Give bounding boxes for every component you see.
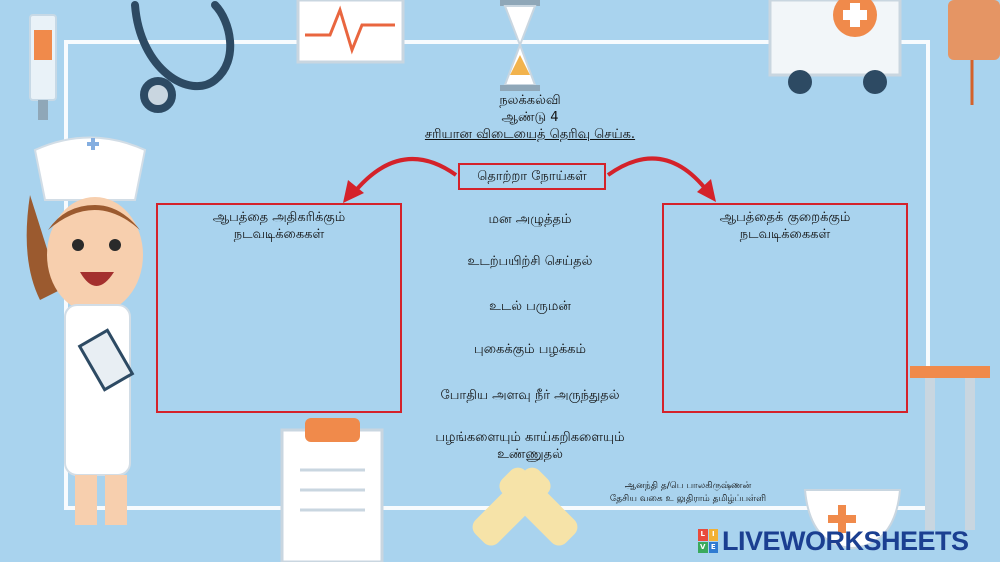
- option-drink-water[interactable]: போதிய அளவு நீர் அருந்துதல்: [440, 388, 620, 403]
- liveworksheets-brand: L I V E LIVEWORKSHEETS: [698, 525, 969, 556]
- brand-name: LIVEWORKSHEETS: [722, 525, 969, 556]
- drop-zone-subtitle: நடவடிக்கைகள்: [233, 227, 325, 242]
- arrow-right-icon: [606, 156, 710, 194]
- clipboard-icon: [280, 418, 384, 562]
- bandage-icon: [472, 467, 578, 546]
- syringe-icon: [29, 14, 57, 120]
- drop-zone-reduce-risk[interactable]: ஆபத்தைக் குறைக்கும் நடவடிக்கைகள்: [662, 203, 908, 413]
- stethoscope-icon: [131, 1, 235, 113]
- drop-zone-subtitle: நடவடிக்கைகள்: [739, 227, 831, 242]
- arrowhead-right-icon: [697, 179, 716, 202]
- option-text-line1: பழங்களையும் காய்கறிகளையும்: [435, 430, 625, 445]
- monitor-chart-icon: [296, 0, 405, 64]
- author-name: ஆனந்தி த/பெ பாலகிருஷ்ணன்: [624, 481, 752, 491]
- instruction-text: சரியான விடையைத் தெரிவு செய்க.: [424, 127, 636, 142]
- worksheet-header: நலக்கல்வி ஆண்டு 4 சரியான விடையைத் தெரிவு…: [380, 92, 680, 143]
- author-school: தேசிய வகை உ லுதிராம் தமிழ்ப்பள்ளி: [609, 494, 767, 504]
- iv-bag-icon: [948, 0, 1000, 105]
- subject-title: நலக்கல்வி: [499, 93, 561, 108]
- option-text-line2: உண்ணுதல்: [497, 447, 563, 462]
- arrowhead-left-icon: [343, 180, 364, 203]
- option-smoking[interactable]: புகைக்கும் பழக்கம்: [474, 342, 586, 357]
- drop-zone-title: ஆபத்தைக் குறைக்கும்: [719, 210, 851, 225]
- crutch-icon: [910, 366, 990, 530]
- hourglass-icon: [500, 0, 540, 91]
- center-topic-box: தொற்றா நோய்கள்: [458, 163, 606, 190]
- option-obesity[interactable]: உடல் பருமன்: [489, 299, 571, 314]
- option-eat-fruits-vegetables[interactable]: பழங்களையும் காய்கறிகளையும் உண்ணுதல்: [400, 429, 660, 463]
- arrow-left-icon: [350, 157, 458, 197]
- author-credit: ஆனந்தி த/பெ பாலகிருஷ்ணன் தேசிய வகை உ லுத…: [588, 480, 788, 506]
- liveworksheets-logo-icon: L I V E: [698, 529, 718, 553]
- ambulance-icon: [768, 0, 902, 94]
- nurse-illustration: [26, 136, 147, 525]
- drop-zone-increase-risk[interactable]: ஆபத்தை அதிகரிக்கும் நடவடிக்கைகள்: [156, 203, 402, 413]
- drop-zone-title: ஆபத்தை அதிகரிக்கும்: [212, 210, 346, 225]
- option-exercise[interactable]: உடற்பயிற்சி செய்தல்: [467, 254, 593, 269]
- mortar-icon: [803, 489, 902, 550]
- grade-label: ஆண்டு 4: [501, 110, 559, 125]
- option-mental-stress[interactable]: மன அழுத்தம்: [488, 212, 572, 227]
